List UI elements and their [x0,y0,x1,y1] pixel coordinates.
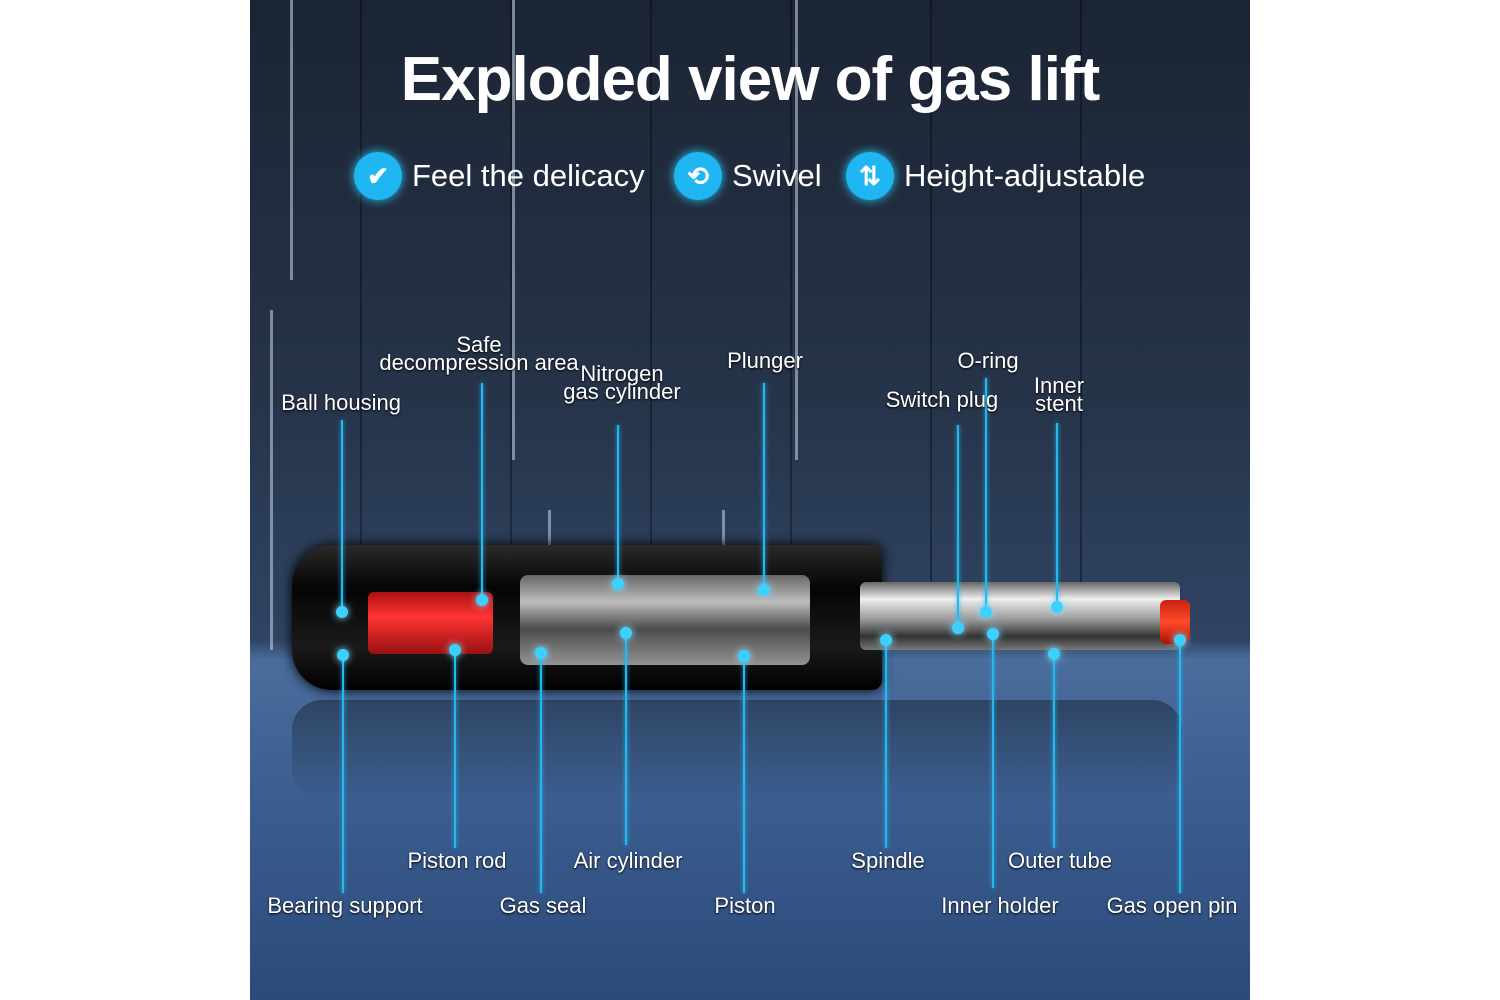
leader-line [617,425,619,584]
feature-height-adjustable: ⇅ Height-adjustable [846,152,1145,200]
leader-line [743,656,745,893]
callout-dot [336,606,348,618]
part-label: Piston [714,893,776,918]
part-label: Outer tube [1008,848,1112,873]
callout-dot [449,644,461,656]
diagram-background [250,0,1250,1000]
feature-swivel: ⟲ Swivel [674,152,822,200]
part-label: Spindle [851,848,925,873]
part-label: Gas open pin [1106,893,1238,918]
red-spring [368,592,493,654]
leader-line [342,655,344,893]
leader-line [885,640,887,848]
callout-dot [476,594,488,606]
leader-line [763,383,765,590]
page-title: Exploded view of gas lift [400,45,1100,114]
leader-line [481,383,483,600]
callout-dot [738,650,750,662]
leader-line [454,650,456,848]
spindle-rod [860,582,1180,650]
part-label: Plunger [727,348,803,373]
leader-line [341,420,343,612]
callout-dot [1048,648,1060,660]
callout-dot [952,622,964,634]
callout-dot [612,578,624,590]
callout-dot [620,627,632,639]
callout-dot [337,649,349,661]
callout-dot [535,647,547,659]
callout-dot [987,628,999,640]
up-down-arrows-icon: ⇅ [846,152,894,200]
leader-line [1056,423,1058,607]
callout-dot [758,584,770,596]
leader-line [1053,654,1055,848]
leader-line [540,653,542,893]
leader-line [992,634,994,888]
leader-line [1179,640,1181,893]
callout-dot [1051,601,1063,613]
check-icon: ✔ [354,152,402,200]
feature-label: Feel the delicacy [412,158,645,193]
part-label: Ball housing [281,390,401,415]
callout-dot [1174,634,1186,646]
leader-line [957,425,959,628]
part-label: O-ring [957,348,1019,373]
part-label: Piston rod [407,848,507,873]
callout-dot [880,634,892,646]
floor-reflection [292,700,1182,800]
leader-line [985,378,987,612]
part-label: Gas seal [499,893,587,918]
feature-label: Swivel [732,158,822,193]
callout-dot [980,606,992,618]
swivel-icon: ⟲ [674,152,722,200]
part-label: Inner holder [941,893,1059,918]
feature-label: Height-adjustable [904,158,1146,193]
part-label: Bearing support [267,893,423,918]
leader-line [625,633,627,845]
part-label: Switch plug [885,387,999,412]
feature-delicacy: ✔ Feel the delicacy [354,152,645,200]
part-label: Air cylinder [573,848,683,873]
